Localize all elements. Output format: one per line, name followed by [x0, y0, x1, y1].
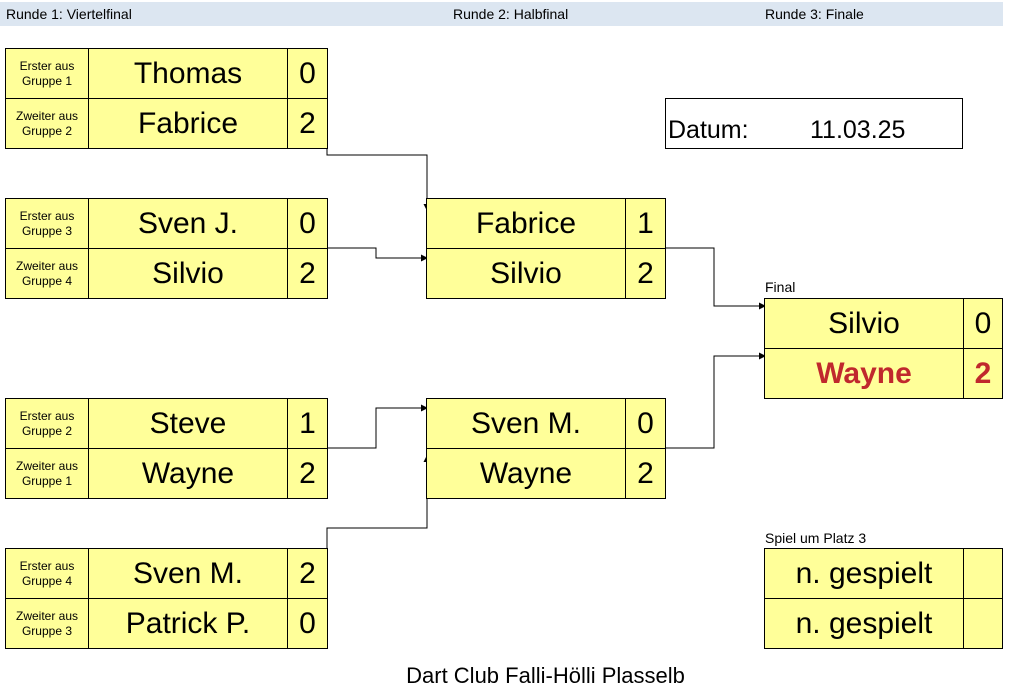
sf1-bottom-score: 2: [625, 248, 666, 299]
qf2-bottom-score: 2: [287, 248, 328, 299]
qf1-top-name: Thomas: [88, 48, 288, 99]
sf1-bottom-name: Silvio: [426, 248, 626, 299]
connector-qf3-sf2: [327, 404, 428, 449]
club-footer: Dart Club Falli-Hölli Plasselb: [406, 663, 685, 688]
qf4-bottom-score: 0: [287, 598, 328, 649]
sf2-bottom-score: 2: [625, 448, 666, 499]
qf3-bottom-score: 2: [287, 448, 328, 499]
date-box: Datum: 11.03.25: [665, 98, 963, 149]
connector-sf1-final: [665, 247, 766, 310]
third-place-bottom-score: [963, 598, 1003, 649]
final-top-score: 0: [963, 298, 1003, 349]
qf1-bottom-score: 2: [287, 98, 328, 149]
final-winner-name: Wayne: [764, 348, 964, 399]
third-place-top-name: n. gespielt: [764, 548, 964, 599]
round-3-title: Runde 3: Finale: [765, 6, 864, 22]
sf1-top-score: 1: [625, 198, 666, 249]
qf2-bottom-name: Silvio: [88, 248, 288, 299]
qf3-top-name: Steve: [88, 398, 288, 449]
final-caption: Final: [765, 279, 796, 295]
qf3-bottom-name: Wayne: [88, 448, 288, 499]
sf1-top-name: Fabrice: [426, 198, 626, 249]
connector-qf1-sf1: [326, 98, 431, 211]
connector-qf2-sf1: [327, 247, 428, 262]
date-label: Datum:: [668, 116, 749, 144]
qf4-top-score: 2: [287, 548, 328, 599]
round-1-title: Runde 1: Viertelfinal: [6, 6, 132, 22]
date-value: 11.03.25: [810, 116, 906, 144]
connector-sf2-final: [665, 352, 766, 449]
sf2-bottom-name: Wayne: [426, 448, 626, 499]
final-top-name: Silvio: [764, 298, 964, 349]
third-place-bottom-name: n. gespielt: [764, 598, 964, 649]
sf2-top-name: Sven M.: [426, 398, 626, 449]
qf4-top-name: Sven M.: [88, 548, 288, 599]
final-winner-score: 2: [963, 348, 1003, 399]
sf2-top-score: 0: [625, 398, 666, 449]
round-2-title: Runde 2: Halbfinal: [453, 6, 569, 22]
qf2-top-score: 0: [287, 198, 328, 249]
qf1-top-score: 0: [287, 48, 328, 99]
qf3-top-score: 1: [287, 398, 328, 449]
qf4-bottom-name: Patrick P.: [88, 598, 288, 649]
round-header-bar: [0, 2, 1003, 26]
third-place-top-score: [963, 548, 1003, 599]
connector-qf4-sf2: [326, 455, 431, 548]
third-place-caption: Spiel um Platz 3: [765, 530, 867, 546]
qf1-bottom-name: Fabrice: [88, 98, 288, 149]
qf2-top-name: Sven J.: [88, 198, 288, 249]
